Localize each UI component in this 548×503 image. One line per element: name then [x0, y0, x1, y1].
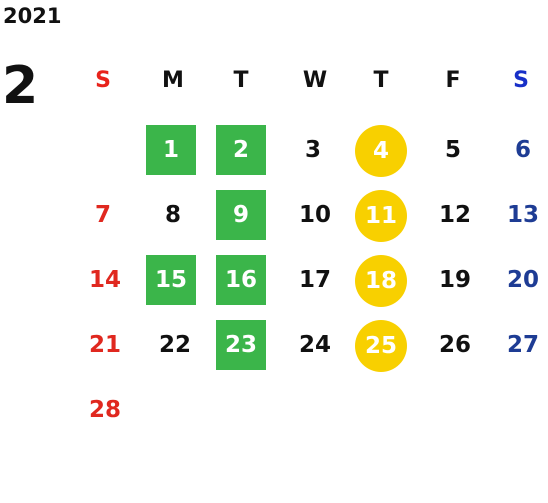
day-cell[interactable]: 15 [146, 255, 196, 305]
weekday-header-wed: W [302, 68, 328, 93]
weekday-header-sat: S [513, 68, 529, 93]
day-cell[interactable]: 20 [506, 267, 539, 293]
year-label: 2021 [3, 4, 62, 28]
day-cell[interactable]: 17 [298, 267, 331, 293]
day-cell[interactable]: 12 [438, 202, 471, 228]
day-cell[interactable]: 27 [506, 332, 539, 358]
day-cell[interactable]: 13 [506, 202, 539, 228]
day-cell[interactable]: 23 [216, 320, 266, 370]
day-cell[interactable]: 8 [164, 202, 181, 228]
day-cell[interactable]: 10 [298, 202, 331, 228]
day-cell[interactable]: 3 [304, 137, 321, 163]
day-cell[interactable]: 2 [216, 125, 266, 175]
day-cell[interactable]: 19 [438, 267, 471, 293]
day-cell[interactable]: 14 [88, 267, 121, 293]
day-cell[interactable]: 1 [146, 125, 196, 175]
day-cell[interactable]: 26 [438, 332, 471, 358]
weekday-header-fri: F [445, 68, 461, 93]
day-cell[interactable]: 5 [444, 137, 461, 163]
month-number: 2 [2, 56, 39, 116]
day-cell[interactable]: 18 [355, 255, 407, 307]
day-cell[interactable]: 28 [88, 397, 121, 423]
day-cell[interactable]: 9 [216, 190, 266, 240]
day-cell[interactable]: 16 [216, 255, 266, 305]
day-cell[interactable]: 24 [298, 332, 331, 358]
day-cell[interactable]: 25 [355, 320, 407, 372]
day-cell[interactable]: 21 [88, 332, 121, 358]
weekday-header-sun: S [95, 68, 111, 93]
day-cell[interactable]: 6 [514, 137, 531, 163]
weekday-header-thu: T [373, 68, 389, 93]
day-cell[interactable]: 22 [158, 332, 191, 358]
day-cell[interactable]: 4 [355, 125, 407, 177]
day-cell[interactable]: 7 [94, 202, 111, 228]
day-cell[interactable]: 11 [355, 190, 407, 242]
weekday-header-mon: M [162, 68, 184, 93]
weekday-header-tue: T [233, 68, 249, 93]
